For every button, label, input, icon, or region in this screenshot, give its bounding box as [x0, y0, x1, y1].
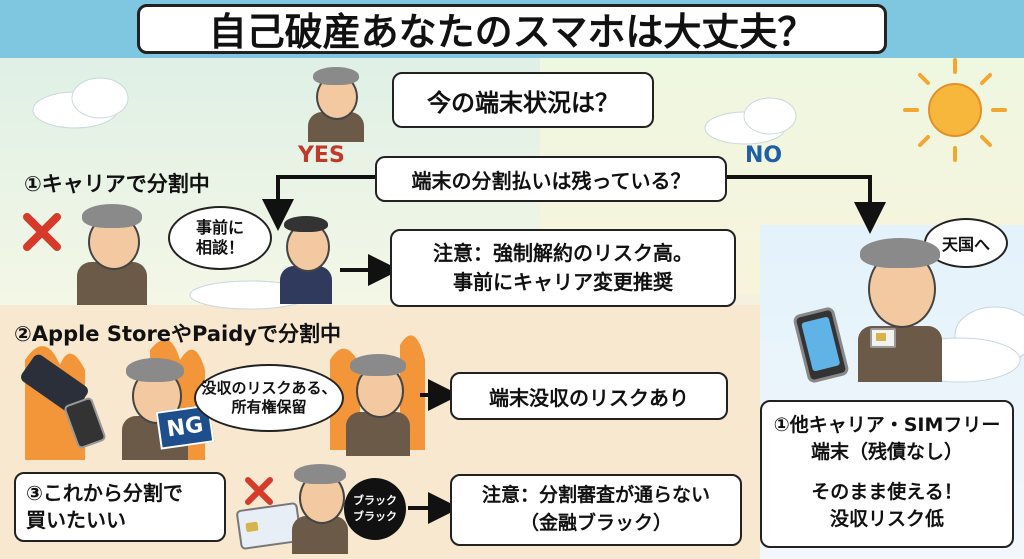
advisor-person — [270, 212, 342, 304]
worried-person — [62, 200, 162, 305]
case2-heading: ②Apple StoreやPaidyで分割中 — [14, 322, 341, 346]
sim-card-icon — [870, 328, 896, 348]
happy-person — [840, 232, 960, 382]
case1-result: 注意：強制解約のリスク高。 事前にキャリア変更推奨 — [390, 229, 736, 307]
right-result-body: そのまま使える！ 没収リスク低 — [811, 481, 963, 530]
case2-result: 端末没収のリスクあり — [450, 372, 728, 420]
sun-icon — [903, 58, 1007, 162]
right-result-title: ①他キャリア・SIMフリー 端末（残債なし） — [773, 414, 1001, 463]
arrow-yes — [262, 175, 375, 231]
cross-icon — [23, 213, 61, 251]
right-result-box: ①他キャリア・SIMフリー 端末（残債なし） そのまま使える！ 没収リスク低 — [760, 400, 1014, 548]
case1-bubble: 事前に 相談！ — [168, 206, 272, 270]
case3-heading: ③これから分割で 買いたいい — [14, 472, 226, 542]
cross-icon — [245, 477, 273, 505]
page-title: 自己破産あなたのスマホは大丈夫？ — [137, 4, 887, 54]
black-badge: ブラック ブラック — [344, 478, 406, 540]
question-main: 今の端末状況は？ — [392, 72, 654, 128]
case3-result: 注意：分割審査が通らない （金融ブラック） — [450, 474, 742, 546]
arrow-no — [725, 175, 886, 234]
narrator-person — [296, 62, 376, 142]
phone-call-person — [336, 350, 420, 456]
case1-heading: ①キャリアで分割中 — [24, 172, 210, 196]
sad-person — [282, 460, 358, 554]
case2-bubble: 没収のリスクある、 所有権保留 — [194, 364, 344, 432]
no-label: NO — [745, 143, 783, 168]
hand-taking-phone — [18, 352, 117, 455]
question-sub: 端末の分割払いは残っている？ — [375, 156, 727, 202]
yes-label: YES — [298, 143, 345, 168]
